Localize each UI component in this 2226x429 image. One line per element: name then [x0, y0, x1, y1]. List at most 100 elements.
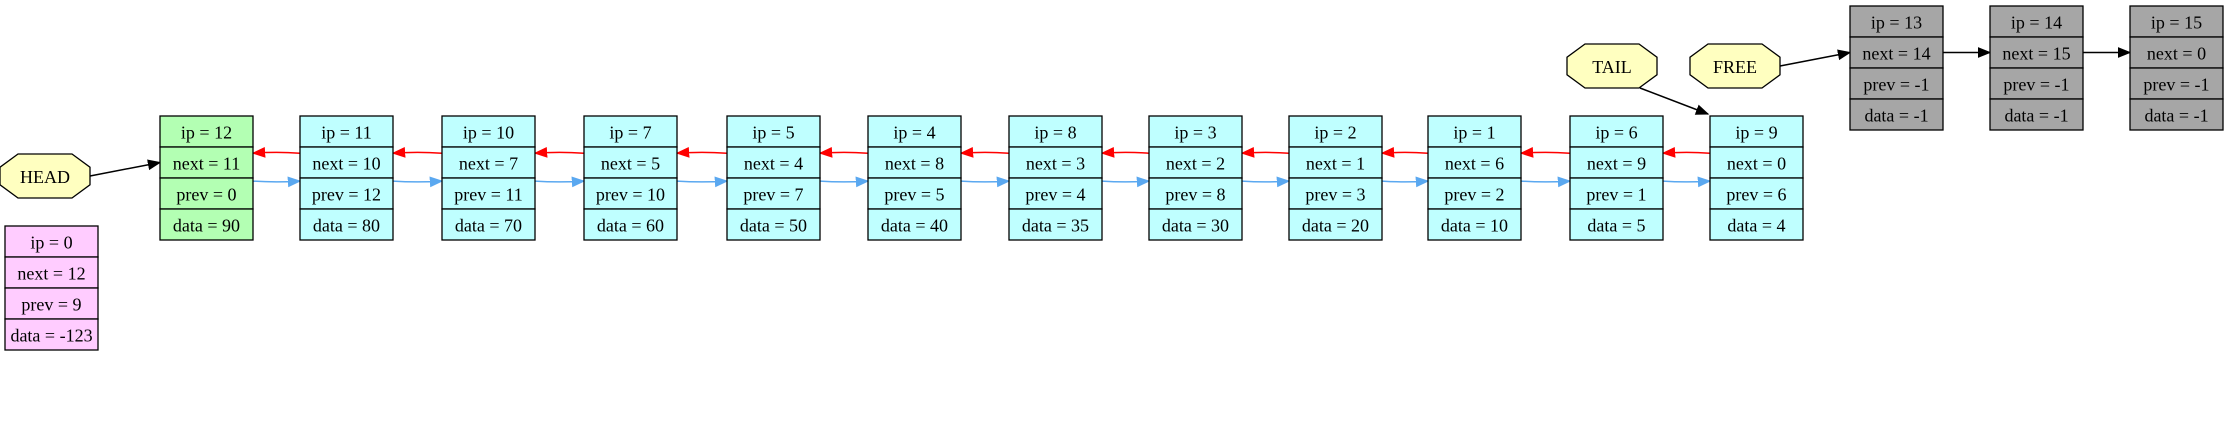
prev-edge [533, 147, 585, 158]
node-cell-bg [441, 208, 536, 241]
node-field-data: data = 70 [455, 216, 522, 236]
node-field-ip: ip = 15 [2151, 13, 2202, 33]
node-cell-bg [1148, 115, 1243, 148]
node-cell-bg [867, 208, 962, 241]
node-field-next: next = 1 [1306, 154, 1365, 174]
node-field-data: data = 50 [740, 216, 807, 236]
node-field-data: data = 80 [313, 216, 380, 236]
free-octagon [1689, 43, 1781, 89]
node-cell-bg [2129, 67, 2224, 100]
node-cell-bg [1709, 146, 1804, 179]
prev-edge [1661, 147, 1711, 158]
prev-edge [959, 147, 1010, 158]
node-field-prev: prev = 5 [884, 185, 944, 205]
node-field-data: data = 90 [173, 216, 240, 236]
node-field-ip: ip = 7 [609, 123, 651, 143]
node-cell-bg [4, 256, 99, 289]
next-edge [819, 176, 870, 188]
node-field-prev: prev = -1 [2003, 75, 2069, 95]
node-field-ip: ip = 2 [1314, 123, 1356, 143]
next-edge [252, 176, 302, 188]
node-field-ip: ip = 14 [2011, 13, 2062, 33]
node-field-next: next = 5 [601, 154, 660, 174]
node-field-prev: prev = 3 [1305, 185, 1365, 205]
node-cell-bg [2129, 5, 2224, 38]
node-cell-bg [867, 146, 962, 179]
prev-edge [818, 147, 869, 158]
node-cell-bg [299, 146, 394, 179]
prev-edge [1240, 147, 1290, 158]
node-field-ip: ip = 8 [1034, 123, 1076, 143]
node-field-next: next = 15 [2002, 44, 2070, 64]
node-cell-bg [1569, 208, 1664, 241]
node-field-prev: prev = -1 [1863, 75, 1929, 95]
next-edge [960, 176, 1011, 188]
node-cell-bg [1849, 67, 1944, 100]
node-cell-bg [1008, 208, 1103, 241]
node-cell-bg [1148, 146, 1243, 179]
node-cell-bg [299, 115, 394, 148]
node-field-ip: ip = 1 [1453, 123, 1495, 143]
node-cell-bg [2129, 36, 2224, 69]
node-cell-bg [1427, 146, 1522, 179]
head-octagon [0, 153, 91, 199]
node-field-prev: prev = 11 [454, 185, 522, 205]
free-pointer-edge [1779, 49, 1852, 67]
node-field-data: data = 5 [1587, 216, 1645, 236]
node-field-next: next = 6 [1445, 154, 1504, 174]
node-cell-bg [867, 115, 962, 148]
free-label: FREE [1713, 57, 1757, 77]
node-field-ip: ip = 11 [321, 123, 371, 143]
next-edge [1520, 176, 1572, 188]
node-field-prev: prev = 1 [1586, 185, 1646, 205]
node-field-next: next = 2 [1166, 154, 1225, 174]
node-field-data: data = 20 [1302, 216, 1369, 236]
node-cell-bg [726, 208, 821, 241]
node-cell-bg [1849, 5, 1944, 38]
node-cell-bg [1008, 115, 1103, 148]
node-field-next: next = 3 [1026, 154, 1085, 174]
node-field-data: data = 60 [597, 216, 664, 236]
head-pointer: HEAD [0, 153, 91, 199]
node-field-next: next = 12 [17, 264, 85, 284]
node-cell-bg [1288, 146, 1383, 179]
head-edge [89, 159, 162, 177]
node-cell-bg [583, 115, 678, 148]
node-cell-bg [726, 146, 821, 179]
node-cell-bg [1989, 5, 2084, 38]
node-cell-bg [583, 208, 678, 241]
node-ip-2: ip = 2 next = 1 prev = 3 data = 20 [1288, 115, 1383, 241]
prev-edge [1380, 147, 1429, 158]
node-cell-bg [299, 177, 394, 210]
next-edge [392, 176, 444, 188]
prev-edge [391, 147, 443, 158]
next-edge [534, 176, 586, 188]
tail-octagon [1566, 43, 1658, 89]
node-field-next: next = 8 [885, 154, 944, 174]
node-cell-bg [726, 115, 821, 148]
prev-edge [1519, 147, 1571, 158]
node-cell-bg [159, 115, 254, 148]
node-cell-bg [583, 146, 678, 179]
next-edge [1662, 176, 1712, 188]
node-field-data: data = 40 [881, 216, 948, 236]
head-label: HEAD [20, 167, 70, 187]
node-cell-bg [1989, 98, 2084, 131]
node-cell-bg [583, 177, 678, 210]
node-field-ip: ip = 3 [1174, 123, 1216, 143]
node-field-data: data = -1 [1864, 106, 1928, 126]
node-field-data: data = 30 [1162, 216, 1229, 236]
node-cell-bg [299, 208, 394, 241]
node-field-data: data = 10 [1441, 216, 1508, 236]
